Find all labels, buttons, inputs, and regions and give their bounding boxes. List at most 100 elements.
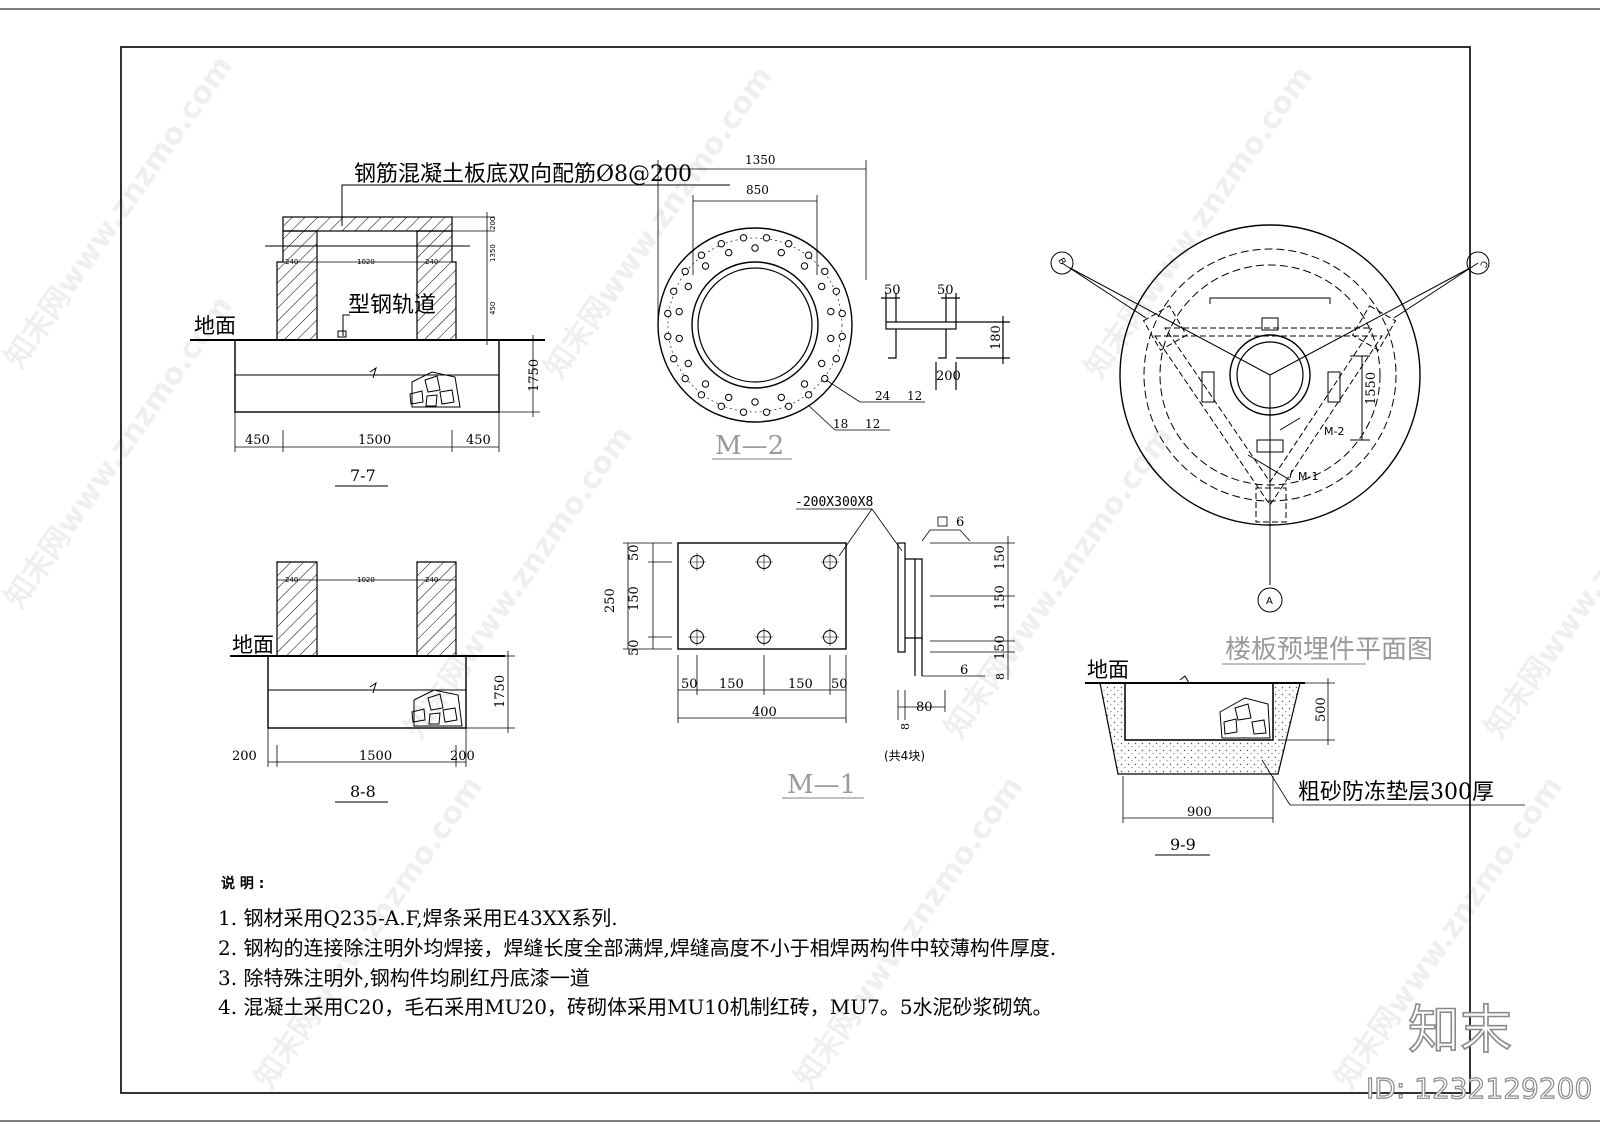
brand-logo: 知末 [1408, 1001, 1512, 1061]
bolt-hole [785, 240, 793, 248]
dim-text: 200 [232, 749, 257, 764]
bolt-hole [717, 240, 725, 248]
dim-text: 1750 [493, 675, 508, 708]
dim-text: 150 [719, 677, 744, 692]
dim-text: 150 [993, 585, 1008, 610]
axis-label: A [1266, 596, 1273, 607]
dim-text: 450 [489, 302, 497, 315]
bolt-hole [697, 251, 706, 259]
bolt-hole [697, 391, 706, 399]
section-7-7: 钢筋混凝土板底双向配筋Ø8@200 240 1020 240 型钢轨道 地面 [190, 162, 730, 487]
detail-title: M—2 [715, 431, 784, 461]
bolt-hole [681, 374, 689, 383]
dim-text: 450 [245, 433, 270, 448]
note-item: 3. 除特殊注明外,钢构件均刷红丹底漆一道 [218, 966, 590, 990]
bolt-hole [664, 309, 672, 318]
dim-text: 200 [489, 217, 497, 230]
section-title: 8-8 [350, 782, 376, 801]
dim-text: 50 [884, 283, 901, 298]
bolt-hole [751, 398, 759, 406]
dim-text: 12 [907, 389, 922, 403]
dim-text: 150 [993, 635, 1008, 660]
watermark: 知末网www.znzmo.com [1478, 420, 1600, 745]
dim-text: 900 [1187, 805, 1212, 820]
bolt-hole [670, 355, 678, 363]
dim-text: 150 [627, 586, 642, 611]
part-label: M-2 [1324, 425, 1344, 438]
bolt-hole [804, 391, 813, 399]
bolt-hole [800, 262, 809, 270]
detail-m1: -200X300X8 50 150 150 50 400 50 150 [603, 495, 1015, 800]
watermark: 知末网www.znzmo.com [788, 770, 1030, 1095]
plate-holes [688, 553, 839, 646]
dim-text: 8 [994, 673, 1007, 680]
sheet-frame [0, 8, 1600, 1122]
bolt-hole [785, 402, 793, 410]
image-id: ID: 1232129200 [1366, 1072, 1592, 1105]
dim-text: 50 [937, 283, 954, 298]
dim-text: 400 [752, 705, 777, 720]
brand-block: 知末 ID: 1232129200 [1365, 1000, 1592, 1105]
dim-text: 50 [831, 677, 848, 692]
bolt-hole [701, 262, 710, 270]
bolt-hole [670, 287, 678, 295]
bolt-hole [777, 248, 785, 257]
ground-label: 地面 [232, 633, 274, 657]
bolt-hole [725, 393, 733, 402]
dim-text: 850 [746, 183, 769, 197]
section-title: 7-7 [350, 466, 376, 485]
section-8-8: 240 1020 240 地面 200 1500 200 1750 8-8 [230, 561, 515, 803]
dim-text: 8 [899, 723, 912, 730]
dim-text: 1550 [1364, 372, 1379, 405]
count-note: (共4块) [884, 749, 925, 763]
detail-title: M—1 [787, 770, 856, 800]
note-item: 2. 钢构的连接除注明外均焊接，焊缝长度全部满焊,焊缝高度不小于相焊两构件中较薄… [218, 936, 1056, 960]
dim-text: 200 [450, 749, 475, 764]
bolt-holes [664, 234, 846, 416]
detail-m2: 1350 850 24 12 18 12 50 50 180 200 M—2 [657, 153, 1010, 461]
bolt-hole [684, 359, 692, 368]
bolt-hole [827, 334, 835, 343]
bolt-hole [675, 307, 683, 316]
dim-text: 240 [425, 576, 438, 584]
rail-label: 型钢轨道 [348, 293, 436, 318]
dim-text: 500 [1314, 697, 1329, 722]
bolt-hole [818, 359, 826, 368]
dim-text: 1500 [358, 433, 391, 448]
dim-text: 50 [627, 639, 642, 656]
dim-text: 1750 [527, 359, 542, 392]
dim-text: 6 [956, 515, 964, 530]
bolt-hole [818, 282, 826, 291]
bolt-hole [804, 251, 813, 259]
dim-text: 1350 [745, 153, 776, 167]
ground-label: 地面 [1087, 658, 1129, 682]
dim-text: 18 [833, 417, 848, 431]
watermark: 知末网www.znzmo.com [938, 420, 1180, 745]
section-title: 9-9 [1170, 835, 1196, 854]
bolt-hole [664, 332, 672, 341]
dim-text: 150 [993, 545, 1008, 570]
axis-label: B [1055, 257, 1067, 267]
dim-text: 200 [936, 369, 961, 384]
cushion-note: 粗砂防冻垫层300厚 [1298, 780, 1494, 805]
bolt-hole [739, 234, 748, 242]
dim-text: 1350 [489, 244, 497, 262]
notes-header: 说 明 : [221, 875, 264, 892]
ground-label: 地面 [194, 314, 236, 338]
bolt-hole [762, 234, 771, 242]
dim-text: 250 [603, 588, 618, 613]
dim-text: 240 [425, 258, 438, 266]
plan-embedded-parts: B C A M-2 M-1 1550 楼板预埋件平面图 [1050, 224, 1490, 665]
dim-text: 450 [466, 433, 491, 448]
section-9-9: 地面 500 900 粗砂防冻垫层300厚 9-9 [1085, 658, 1525, 856]
bolt-hole [800, 380, 809, 388]
bolt-hole [701, 380, 710, 388]
rebar-note: 钢筋混凝土板底双向配筋Ø8@200 [354, 162, 692, 187]
bolt-hole [675, 334, 683, 343]
axis-label: C [1477, 259, 1489, 269]
dim-text: 1500 [359, 749, 392, 764]
bolt-hole [832, 355, 840, 363]
bolt-hole [838, 332, 846, 341]
